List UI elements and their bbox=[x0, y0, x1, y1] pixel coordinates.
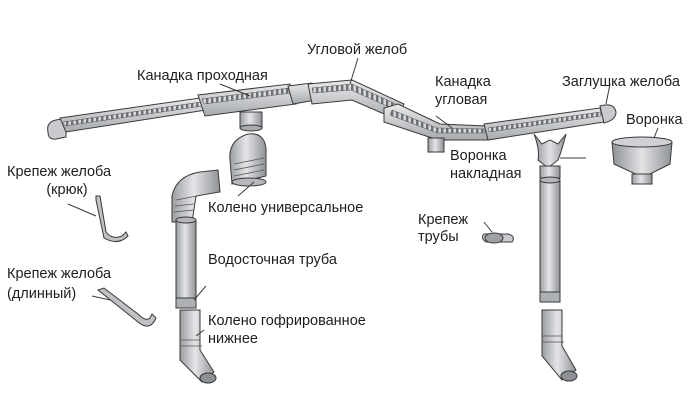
label-pass-through-gutter: Канадка проходная bbox=[137, 68, 268, 84]
label-corner-connector-line2: угловая bbox=[435, 92, 488, 108]
label-pipe-clamp-line2: трубы bbox=[418, 229, 459, 245]
right-corrugated-elbow bbox=[541, 309, 577, 381]
label-overlay-funnel-line1: Воронка bbox=[450, 148, 507, 164]
label-corner-connector-line1: Канадка bbox=[435, 74, 491, 90]
label-hook-bracket-line2: (крюк) bbox=[46, 182, 88, 198]
overlay-funnel bbox=[533, 133, 567, 169]
label-overlay-funnel-line2: накладная bbox=[450, 166, 522, 182]
left-downpipe bbox=[175, 219, 197, 307]
label-corrugated-elbow-line1: Колено гофрированное bbox=[208, 313, 366, 329]
label-pipe-clamp-line1: Крепеж bbox=[418, 212, 469, 228]
right-downpipe bbox=[539, 179, 561, 297]
corner-connector bbox=[383, 103, 489, 141]
label-corrugated-elbow-line2: нижнее bbox=[208, 331, 258, 347]
label-gutter-cap: Заглушка желоба bbox=[562, 74, 680, 90]
label-downpipe: Водосточная труба bbox=[208, 252, 337, 268]
hook-bracket bbox=[95, 195, 129, 242]
corner-outlet bbox=[427, 137, 445, 153]
gutter-end-cap bbox=[599, 104, 617, 124]
label-long-bracket-line2: (длинный) bbox=[7, 286, 77, 302]
label-hook-bracket-line1: Крепеж желоба bbox=[7, 164, 112, 180]
label-funnel: Воронка bbox=[626, 112, 683, 128]
leader-lines bbox=[67, 57, 659, 337]
label-universal-elbow: Колено универсальное bbox=[208, 200, 364, 216]
label-corner-gutter: Угловой желоб bbox=[307, 42, 408, 58]
long-bracket bbox=[96, 287, 157, 327]
label-long-bracket-line1: Крепеж желоба bbox=[7, 266, 112, 282]
